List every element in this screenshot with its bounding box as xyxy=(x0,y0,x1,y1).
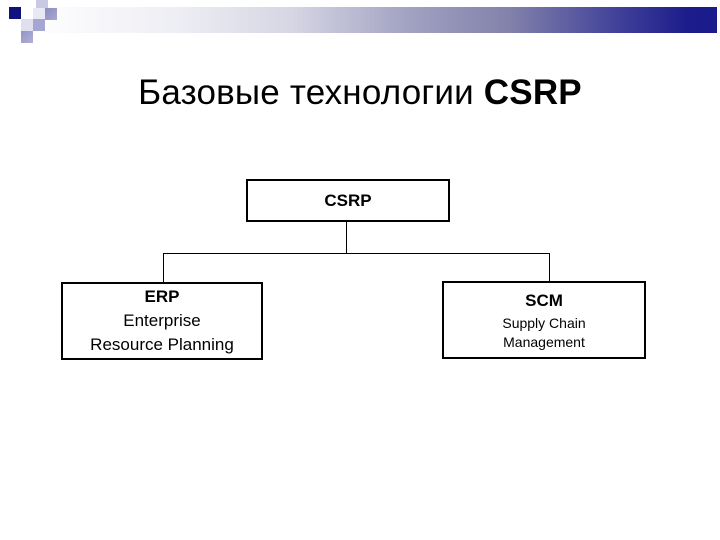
decor-square-3 xyxy=(33,8,45,20)
diagram-box-scm: SCM Supply Chain Management xyxy=(442,281,646,359)
top-gradient-bar xyxy=(30,7,717,33)
decor-square-7 xyxy=(21,31,33,43)
csrp-box-label: CSRP xyxy=(324,191,372,210)
decor-square-5 xyxy=(21,19,33,31)
erp-box-line-1: Enterprise xyxy=(123,311,201,330)
scm-box-title: SCM xyxy=(525,291,563,310)
slide-title-text: Базовые технологии xyxy=(138,73,484,113)
decor-square-navy xyxy=(9,7,21,19)
slide-title-accent: CSRP xyxy=(483,73,582,113)
decor-square-4 xyxy=(45,8,57,20)
connector-left-drop xyxy=(163,253,164,282)
diagram-box-csrp: CSRP xyxy=(246,179,450,222)
decor-square-1 xyxy=(36,0,48,8)
erp-box-title: ERP xyxy=(144,287,180,306)
connector-root-drop xyxy=(346,222,347,253)
decor-square-6 xyxy=(33,19,45,31)
connector-horizontal xyxy=(163,253,550,254)
slide-title: Базовые технологии CSRP xyxy=(0,73,720,113)
scm-box-line-1: Supply Chain xyxy=(502,315,586,331)
connector-right-drop xyxy=(549,253,550,281)
diagram-box-erp: ERP Enterprise Resource Planning xyxy=(61,282,263,360)
erp-box-line-2: Resource Planning xyxy=(90,335,234,354)
scm-box-line-2: Management xyxy=(503,334,585,350)
